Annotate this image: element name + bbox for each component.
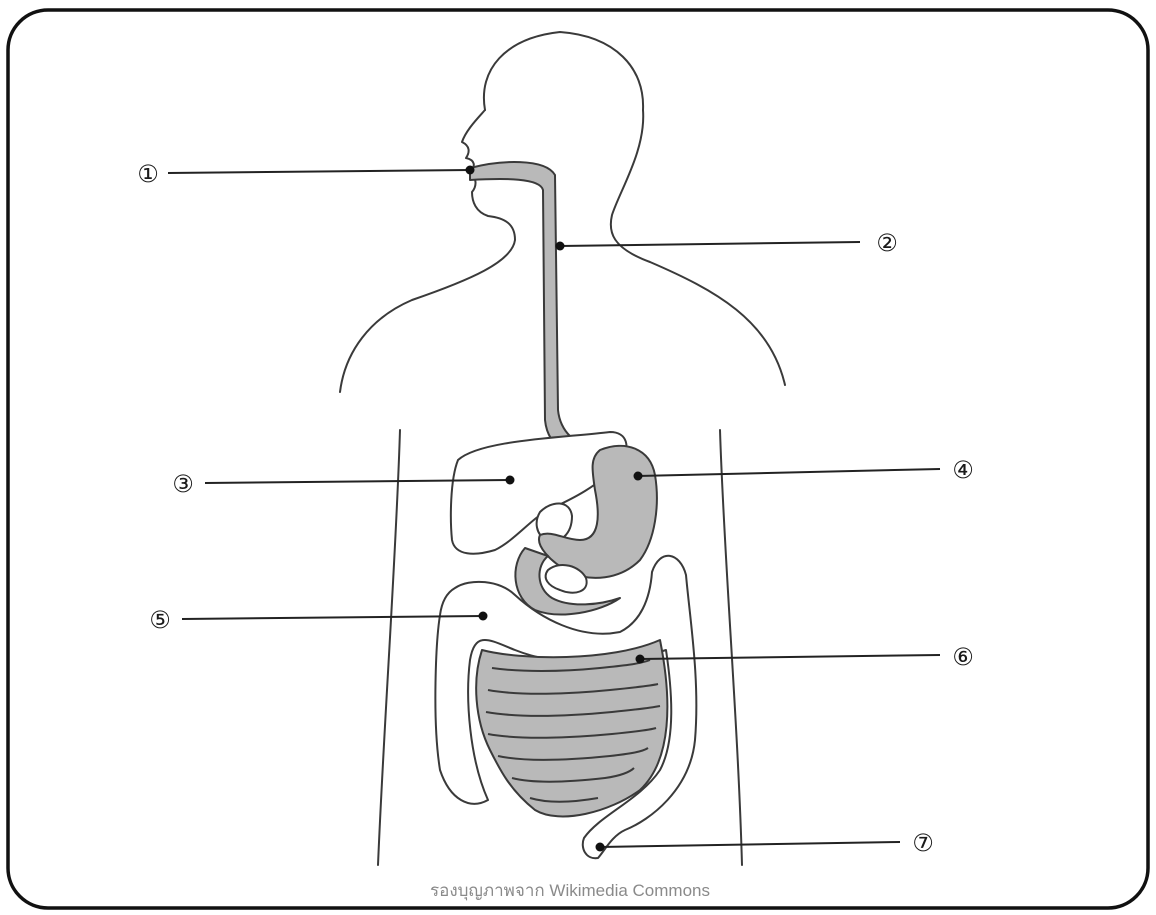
label-4: ④ [952,456,974,484]
dot-6 [636,655,645,664]
image-credit: รองบุญภาพจาก Wikimedia Commons [430,881,710,901]
dot-3 [506,476,515,485]
dot-7 [596,843,605,852]
label-1: ① [137,160,159,188]
dot-5 [479,612,488,621]
label-3: ③ [172,470,194,498]
label-5: ⑤ [149,606,171,634]
label-7: ⑦ [912,829,934,857]
label-6: ⑥ [952,643,974,671]
dot-2 [556,242,565,251]
label-2: ② [876,229,898,257]
dot-1 [466,166,475,175]
dot-4 [634,472,643,481]
